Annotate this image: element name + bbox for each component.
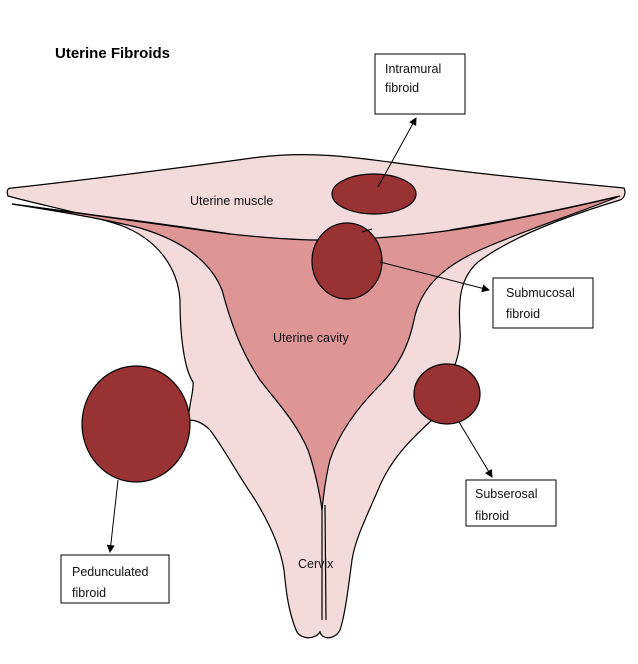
pedunculated-line2: fibroid bbox=[72, 586, 106, 600]
subserosal-fibroid bbox=[413, 363, 481, 425]
uterine-cavity-label: Uterine cavity bbox=[273, 331, 349, 345]
submucosal-callout: Submucosal fibroid bbox=[492, 277, 594, 329]
subserosal-callout: Subserosal fibroid bbox=[465, 479, 557, 527]
submucosal-line2: fibroid bbox=[506, 307, 540, 321]
cervical-canal bbox=[11, 195, 621, 621]
pedunculated-fibroid bbox=[81, 365, 191, 483]
intramural-fibroid bbox=[331, 173, 417, 215]
intramural-arrow bbox=[377, 117, 417, 188]
submucosal-arrow bbox=[379, 261, 490, 293]
intramural-callout: Intramural fibroid bbox=[374, 53, 466, 115]
submucosal-line1: Submucosal bbox=[506, 286, 575, 300]
intramural-line2: fibroid bbox=[385, 81, 419, 95]
subserosal-line1: Subserosal bbox=[475, 487, 538, 501]
submucosal-arrow-tail bbox=[361, 228, 373, 233]
intramural-line1: Intramural bbox=[385, 62, 441, 76]
pedunculated-line1: Pedunculated bbox=[72, 565, 149, 579]
uterine-muscle-label: Uterine muscle bbox=[190, 194, 273, 208]
pedunculated-callout: Pedunculated fibroid bbox=[60, 554, 170, 604]
subserosal-arrow bbox=[458, 421, 493, 478]
subserosal-line2: fibroid bbox=[475, 509, 509, 523]
diagram-title: Uterine Fibroids bbox=[55, 45, 170, 62]
cervix-label: Cervix bbox=[298, 557, 334, 571]
submucosal-fibroid bbox=[311, 222, 383, 300]
pedunculated-arrow bbox=[106, 479, 119, 553]
